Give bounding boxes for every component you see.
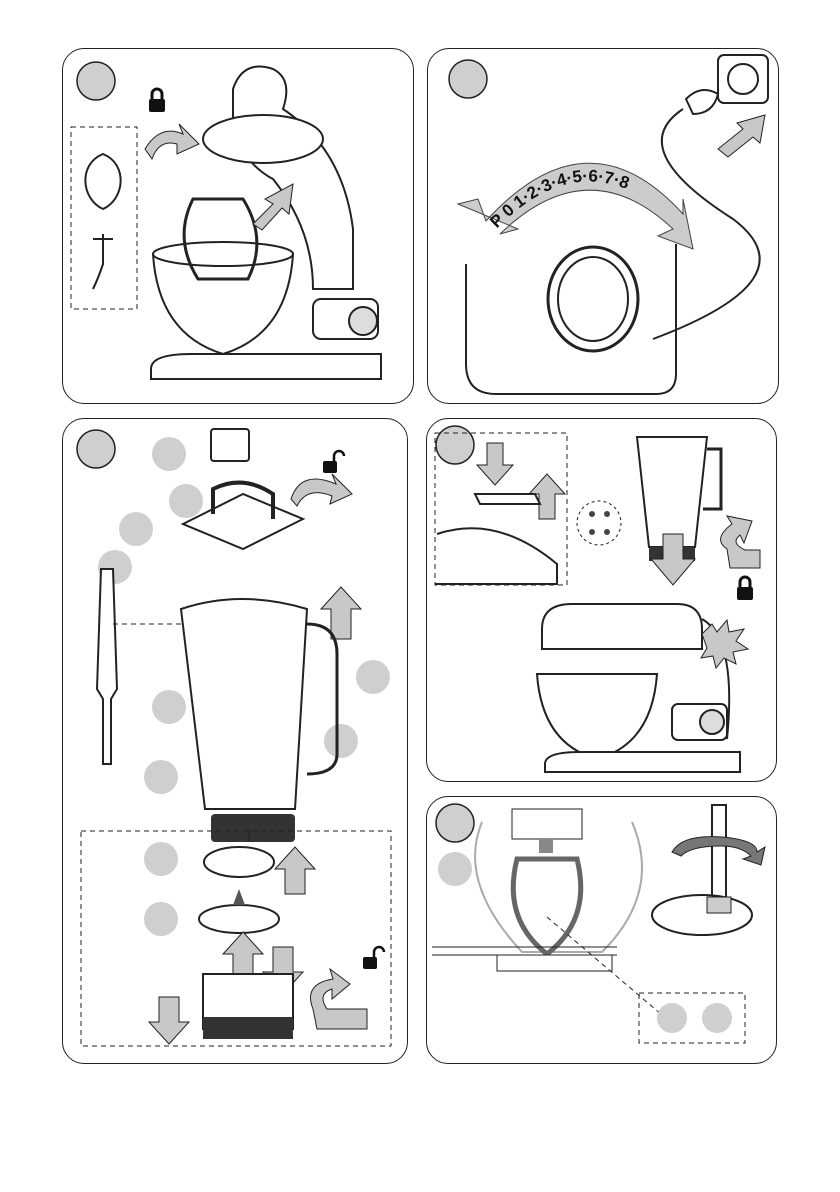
blender-jar: [179, 598, 309, 810]
measuring-cap: [210, 428, 250, 462]
cover-detail-box: [434, 432, 568, 586]
mixer-body-outline: [465, 244, 677, 395]
part-label-circle: [144, 842, 178, 876]
part-label-circle: [144, 902, 178, 936]
up-arrow-icon: [252, 183, 294, 231]
alignment-detail: [576, 500, 622, 546]
splash-guard: [202, 114, 324, 164]
arrow-icon: [717, 114, 766, 158]
tamper: [95, 568, 119, 765]
up-arrow-icon: [319, 586, 363, 640]
click-icon: [700, 618, 750, 670]
bowl-outline: [474, 821, 643, 953]
part-label-circle: [144, 760, 178, 794]
wrench: [651, 894, 753, 936]
blade-unit: [198, 904, 280, 934]
jar-base-ring: [211, 814, 295, 842]
rotate-arrow-icon: [290, 473, 353, 507]
wrench-detail-box: [638, 992, 746, 1044]
down-arrow-icon: [475, 442, 515, 486]
lock-icon: [737, 575, 753, 600]
part-label-circle: [152, 437, 186, 471]
bowl: [535, 673, 659, 761]
rotate-arrow-icon: [144, 123, 200, 161]
down-arrow-icon: [649, 533, 697, 586]
part-label-circle: [356, 660, 390, 694]
part-label-circle: [169, 484, 203, 518]
rotate-arrow-icon: [671, 836, 766, 866]
part-label-circle: [657, 1003, 687, 1033]
plug-icon: [684, 89, 720, 116]
step-number-circle: [76, 61, 116, 101]
panel-blender-assembly: [62, 418, 408, 1064]
unlock-icon: [363, 945, 386, 969]
dough-hook-icon: [92, 234, 113, 290]
beater: [182, 197, 259, 281]
speed-dial-label: P 0 1·2·3·4·5·6·7·8: [486, 166, 632, 231]
unlock-icon: [323, 449, 346, 473]
blender-jar: [635, 436, 709, 548]
lid-handle: [211, 480, 275, 519]
bowl: [151, 253, 295, 356]
lock-icon: [149, 87, 165, 112]
up-arrow-icon: [221, 931, 265, 980]
down-arrow-icon: [147, 996, 191, 1045]
blade-assembly-box: [80, 830, 392, 1047]
bowl-base: [496, 954, 613, 972]
step-number-circle: [435, 803, 475, 843]
part-label-circle: [152, 690, 186, 724]
mixer-base: [544, 751, 741, 773]
rotate-arrow-icon: [310, 967, 368, 1030]
whisk-icon: [84, 152, 122, 211]
step-number-circle: [435, 425, 475, 465]
panel-beater-adjust: [426, 796, 777, 1064]
cover-piece: [473, 493, 542, 505]
panel-attach-tool: [62, 48, 414, 404]
up-arrow-icon: [527, 473, 567, 520]
step-number-circle: [76, 429, 116, 469]
seal-ring: [203, 846, 275, 878]
up-arrow-icon: [273, 846, 317, 895]
rotate-arrow-icon: [720, 515, 761, 569]
nut-icon: [706, 896, 732, 914]
part-label-circle: [438, 852, 472, 886]
part-label-circle: [119, 512, 153, 546]
panel-blender-mount: [426, 418, 777, 782]
tools-box: [70, 126, 138, 310]
power-cord: [652, 108, 761, 340]
mixer-base: [150, 353, 382, 380]
part-label-circle: [324, 724, 358, 758]
panel-speed-dial: P 0 1·2·3·4·5·6·7·8: [427, 48, 779, 404]
beater: [510, 856, 584, 958]
shaft: [711, 804, 727, 906]
dial-arc-arrow: [456, 162, 694, 250]
svg-text:P 0 1·2·3·4·5·6·7·8: P 0 1·2·3·4·5·6·7·8: [486, 166, 632, 231]
mixer-head: [541, 603, 703, 650]
step-number-circle: [448, 59, 488, 99]
part-label-circle: [702, 1003, 732, 1033]
